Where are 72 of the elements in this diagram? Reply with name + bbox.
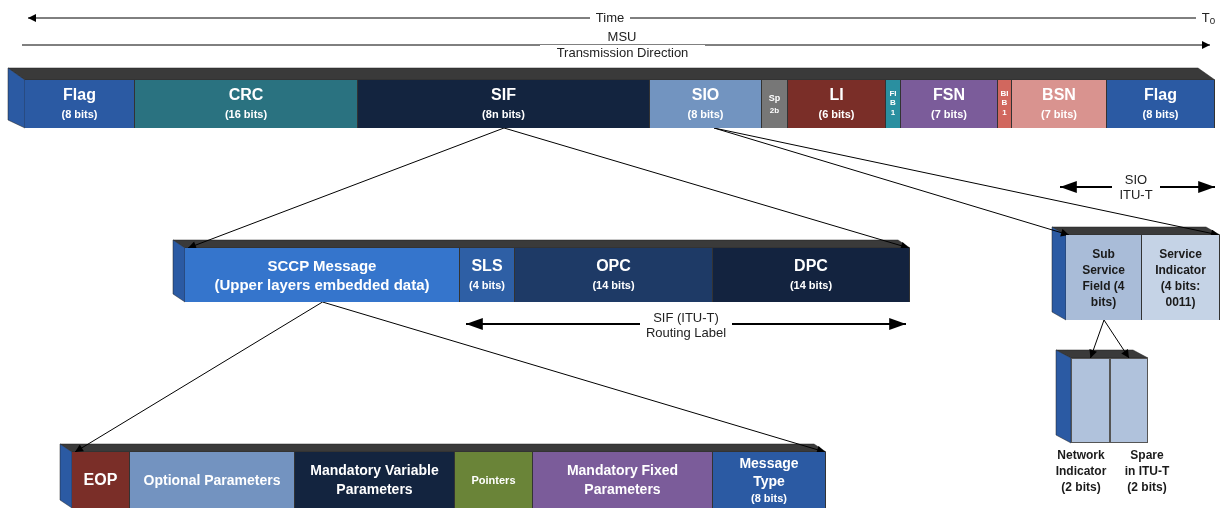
field-segment (762, 80, 788, 128)
field-label: (4 bits) (468, 278, 506, 293)
field-label: (7 bits) (1040, 107, 1078, 122)
field-label: Message Type (738, 454, 800, 490)
field-segment (72, 452, 130, 508)
field-segment (901, 80, 998, 128)
field-label: Service Indicator (4 bits: 0011) (1154, 245, 1207, 310)
field-segment (515, 248, 713, 302)
annotation-label: SIO ITU-T (1112, 172, 1160, 202)
field-label: 1 (890, 107, 896, 119)
field-label: SLS (471, 256, 503, 276)
field-label: Network Indicator (2 bits) (1054, 447, 1108, 495)
field-segment (1107, 80, 1215, 128)
field-label: CRC (228, 85, 264, 105)
field-label: Optional Parameters (142, 470, 282, 490)
field-segment (455, 452, 533, 508)
field-label: Flag (63, 85, 96, 105)
field-label: (8 bits) (687, 107, 724, 122)
field-label: EOP (83, 470, 118, 490)
field-segment (713, 452, 826, 508)
field-label: (8 bits) (61, 107, 98, 122)
field-segment (886, 80, 901, 128)
field-label: (14 bits) (789, 278, 833, 293)
field-label: FIB (889, 89, 897, 107)
field-label: (8 bits) (750, 491, 788, 506)
field-label: Mandatory Variable Parameters (309, 461, 440, 499)
field-label: OPC (596, 256, 631, 276)
field-label: BSN (1042, 85, 1076, 105)
field-label: SIF (491, 85, 516, 105)
field-segment (295, 452, 455, 508)
field-segment (998, 80, 1012, 128)
field-label: (7 bits) (930, 107, 968, 122)
field-label: FSN (933, 85, 965, 105)
field-segment (185, 248, 460, 302)
field-segment (788, 80, 886, 128)
field-label: SCCP Message (267, 256, 377, 275)
field-label: (Upper layers embedded data) (214, 275, 430, 294)
field-label: Spare in ITU-T (2 bits) (1124, 447, 1170, 495)
arrow (74, 301, 323, 453)
field-label: Mandatory Fixed Parameters (565, 461, 680, 499)
field-label: (8 bits) (1142, 107, 1179, 122)
arrow (503, 127, 910, 250)
field-label: (6 bits) (818, 107, 855, 122)
field-label: (8n bits) (482, 107, 525, 122)
field-segment (130, 452, 295, 508)
field-segment (135, 80, 358, 128)
field-segment (358, 80, 650, 128)
field-label: Sp (768, 92, 781, 105)
field-label: LI (829, 85, 844, 105)
field-segment (713, 248, 910, 302)
field-segment (1142, 235, 1220, 320)
field-label: DPC (794, 256, 828, 276)
field-label: Pointers (471, 473, 516, 488)
field-label: BIB (1000, 89, 1009, 107)
arrow (322, 301, 826, 454)
field-segment (460, 248, 515, 302)
field-label: (14 bits) (592, 278, 635, 293)
field-label: (16 bits) (224, 107, 268, 122)
arrow (1103, 319, 1130, 359)
annotation-label: Time (590, 10, 630, 25)
field-segment (533, 452, 713, 508)
field-label: 2b (769, 105, 780, 117)
field-segment (1066, 235, 1142, 320)
field-segment (1012, 80, 1107, 128)
field-label: Flag (1144, 85, 1177, 105)
field-label: 1 (1002, 107, 1007, 119)
field-label: SIO (691, 85, 720, 105)
annotation-label: Transmission Direction (540, 45, 705, 60)
field-segment (650, 80, 762, 128)
arrow (187, 127, 505, 249)
arrow (1089, 319, 1105, 359)
field-label: Sub Service Field (4 bits) (1081, 245, 1126, 310)
